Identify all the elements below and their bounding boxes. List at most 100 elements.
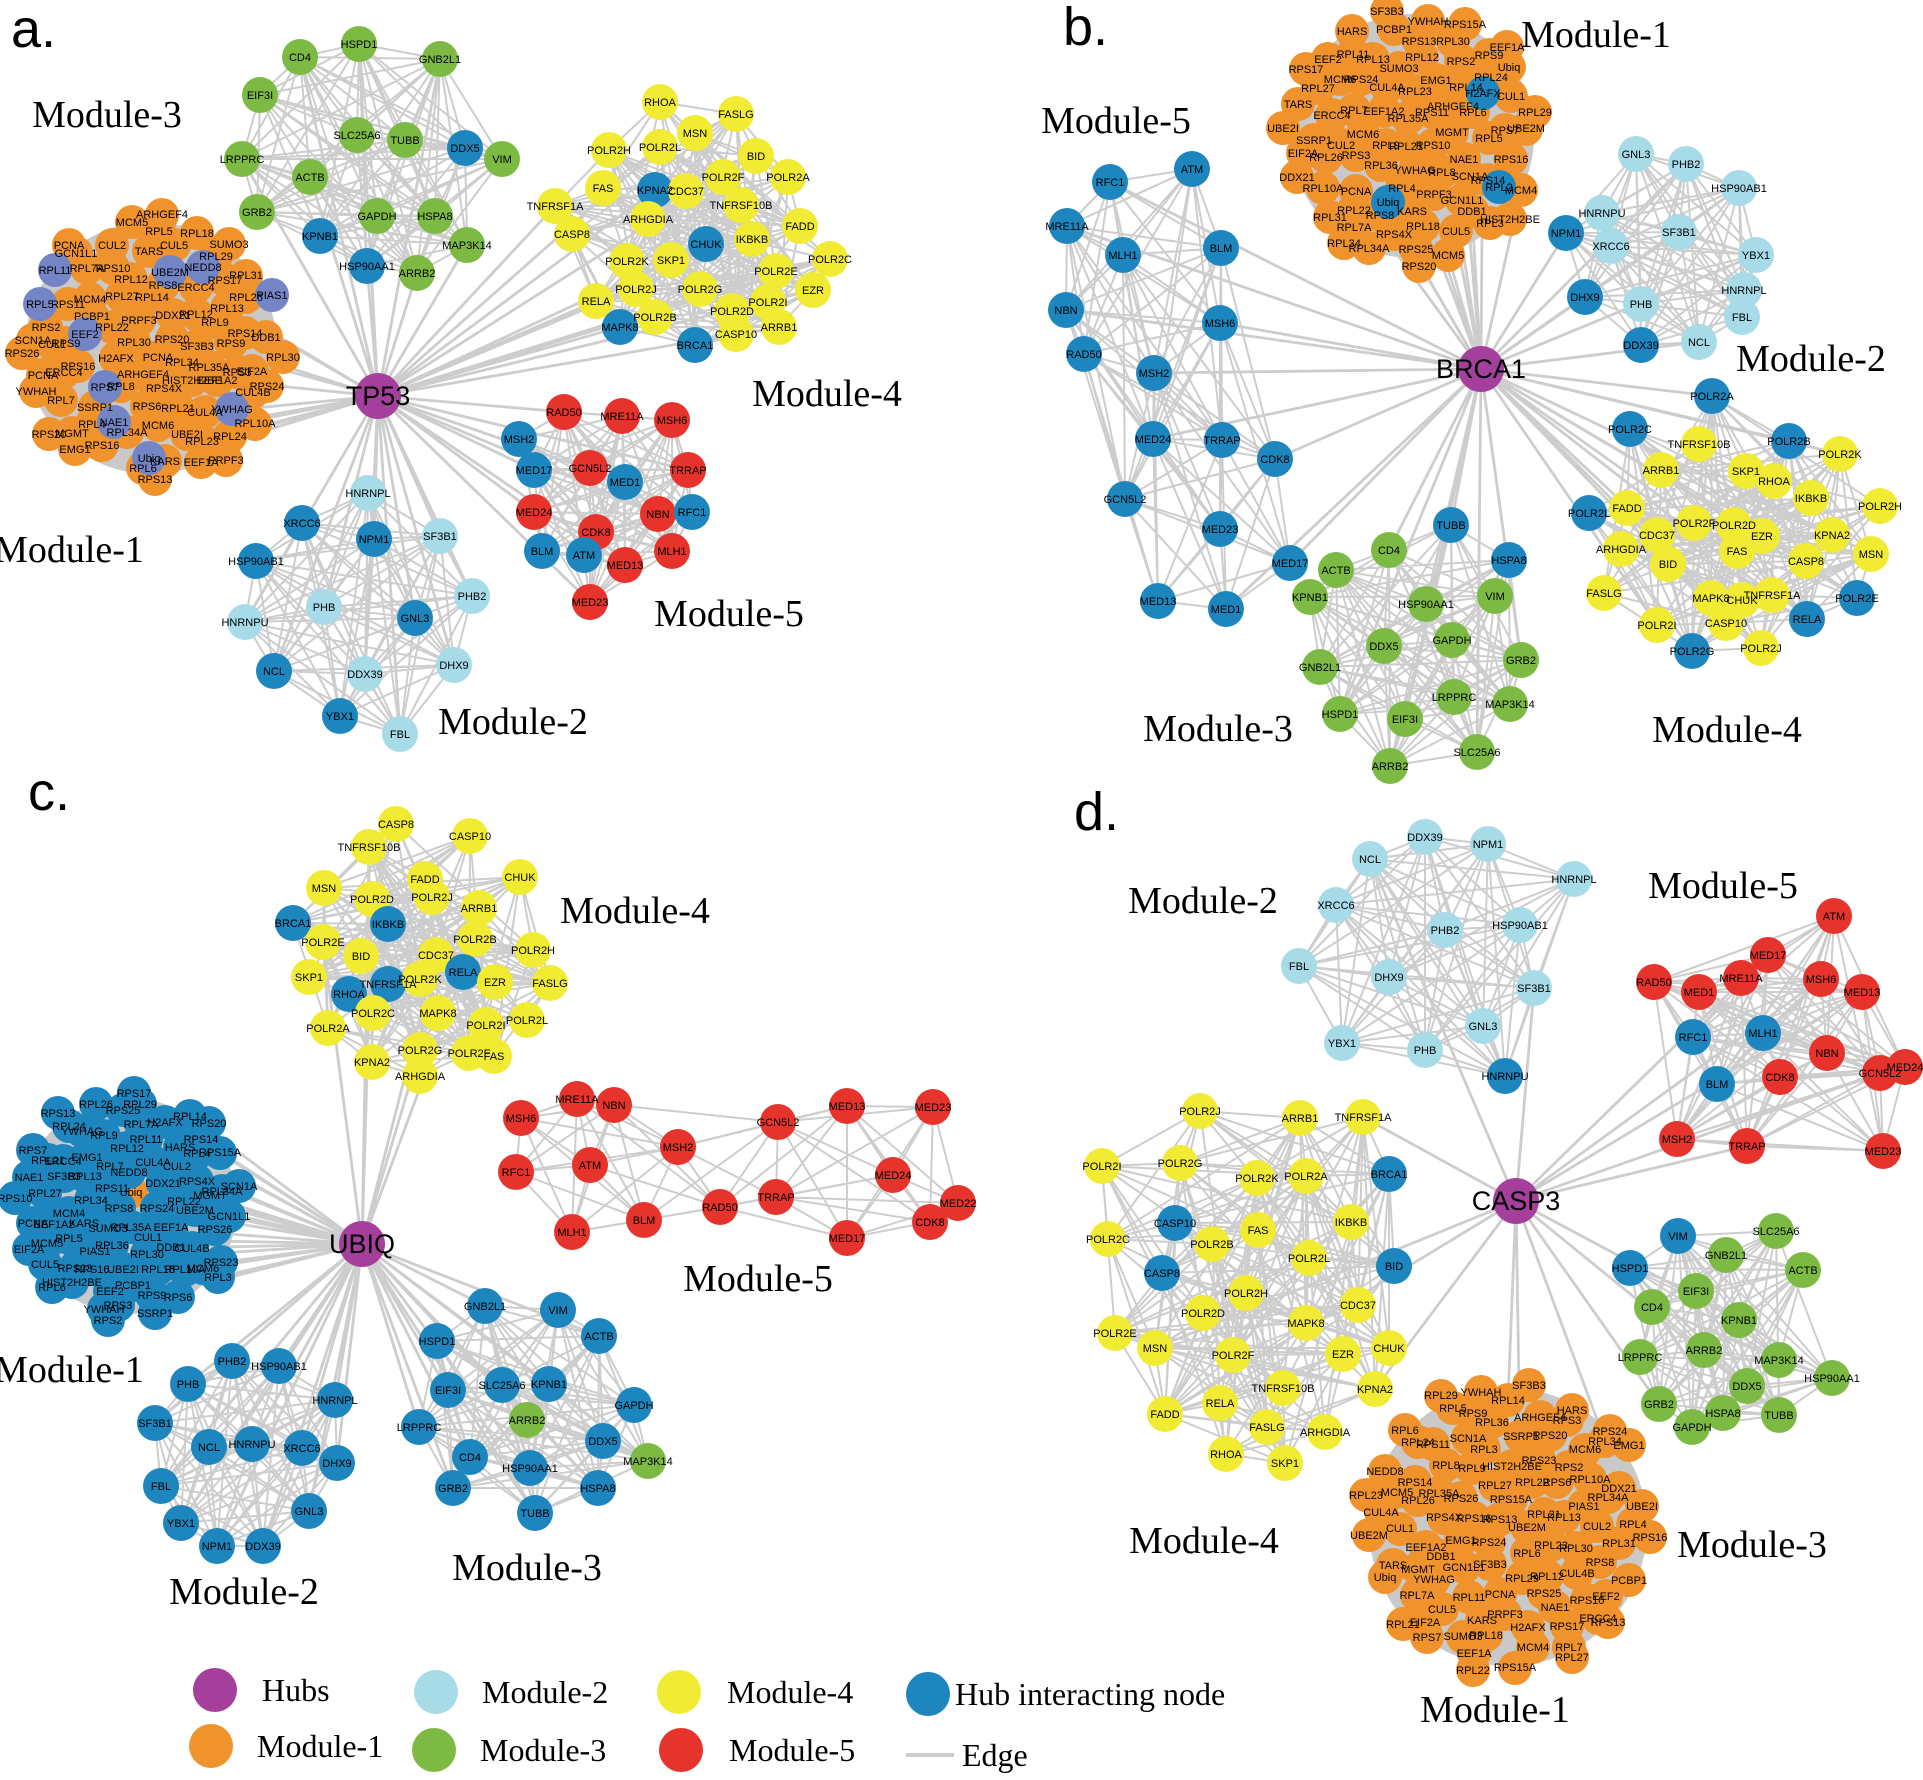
svg-text:RPS8: RPS8 <box>1366 210 1395 222</box>
svg-text:SUMO3: SUMO3 <box>1443 1631 1482 1643</box>
svg-text:MAPK8: MAPK8 <box>1692 593 1729 605</box>
svg-text:FBL: FBL <box>151 1481 171 1493</box>
svg-text:MSH6: MSH6 <box>1205 318 1236 330</box>
svg-text:POLR2B: POLR2B <box>1190 1239 1233 1251</box>
svg-text:MSN: MSN <box>1143 1343 1168 1355</box>
svg-text:NCL: NCL <box>1359 854 1381 866</box>
svg-text:GNB2L1: GNB2L1 <box>1705 1250 1747 1262</box>
svg-text:EZR: EZR <box>1751 531 1773 543</box>
svg-text:CUL4B: CUL4B <box>235 387 270 399</box>
svg-text:RPL26: RPL26 <box>1401 1495 1435 1507</box>
svg-text:RPS14: RPS14 <box>1471 175 1506 187</box>
svg-text:SCN1A: SCN1A <box>15 335 52 347</box>
svg-text:POLR2K: POLR2K <box>605 256 649 268</box>
svg-text:MAP3K14: MAP3K14 <box>1754 1355 1804 1367</box>
svg-text:RFC1: RFC1 <box>1096 177 1125 189</box>
svg-text:CUL1: CUL1 <box>1386 1523 1414 1535</box>
svg-text:RPS9: RPS9 <box>217 338 246 350</box>
svg-text:RPS8: RPS8 <box>149 280 178 292</box>
svg-text:HIST2H2BE: HIST2H2BE <box>162 375 222 387</box>
svg-text:Module-3: Module-3 <box>1677 1524 1827 1566</box>
svg-text:TNFRSF10B: TNFRSF10B <box>710 200 773 212</box>
svg-text:ARRB2: ARRB2 <box>509 1415 546 1427</box>
svg-text:GCN1L1: GCN1L1 <box>1443 1562 1486 1574</box>
svg-text:EMG1: EMG1 <box>1420 75 1451 87</box>
svg-text:RPL27: RPL27 <box>1478 1480 1512 1492</box>
svg-text:HNRNPU: HNRNPU <box>221 617 268 629</box>
svg-text:UBE2I: UBE2I <box>1626 1501 1658 1513</box>
svg-text:EIF3I: EIF3I <box>247 90 273 102</box>
svg-text:CUL4A: CUL4A <box>187 407 223 419</box>
svg-text:PCNA: PCNA <box>143 352 174 364</box>
svg-text:HNRNPU: HNRNPU <box>1578 208 1625 220</box>
svg-text:PIAS1: PIAS1 <box>1568 1501 1599 1513</box>
svg-text:CHUK: CHUK <box>690 239 722 251</box>
svg-text:PHB2: PHB2 <box>458 591 487 603</box>
svg-text:FADD: FADD <box>785 221 814 233</box>
svg-text:RPS20: RPS20 <box>32 429 67 441</box>
svg-text:POLR2K: POLR2K <box>1818 449 1862 461</box>
svg-text:HSP90AA1: HSP90AA1 <box>502 1463 558 1475</box>
svg-text:CUL5: CUL5 <box>31 1259 59 1271</box>
svg-text:Module-3: Module-3 <box>452 1547 602 1589</box>
svg-text:MGMT: MGMT <box>1401 1564 1435 1576</box>
svg-text:RPS16: RPS16 <box>61 361 96 373</box>
svg-text:RPS24: RPS24 <box>1593 1426 1628 1438</box>
svg-text:POLR2G: POLR2G <box>678 284 723 296</box>
svg-text:POLR2D: POLR2D <box>710 306 754 318</box>
svg-text:DDX5: DDX5 <box>588 1436 617 1448</box>
svg-text:MLH1: MLH1 <box>557 1227 586 1239</box>
svg-text:a.: a. <box>11 0 56 59</box>
svg-text:EIF3I: EIF3I <box>1392 714 1418 726</box>
svg-text:ARHGEF4: ARHGEF4 <box>1427 101 1479 113</box>
svg-text:PRPF3: PRPF3 <box>1487 1609 1522 1621</box>
svg-text:POLR2I: POLR2I <box>466 1020 505 1032</box>
svg-text:HARS: HARS <box>1557 1405 1588 1417</box>
svg-text:RPL31: RPL31 <box>1602 1538 1636 1550</box>
svg-text:Ubiq: Ubiq <box>1377 197 1400 209</box>
svg-text:HSPA8: HSPA8 <box>1491 555 1526 567</box>
svg-text:RPS15A: RPS15A <box>1494 1662 1537 1674</box>
svg-text:ACTB: ACTB <box>295 172 324 184</box>
svg-text:POLR2J: POLR2J <box>1179 1106 1221 1118</box>
svg-text:BRCA1: BRCA1 <box>1371 1169 1408 1181</box>
svg-text:Module-2: Module-2 <box>169 1571 319 1613</box>
svg-text:RPS11: RPS11 <box>1415 107 1449 119</box>
svg-text:POLR2B: POLR2B <box>1767 436 1810 448</box>
svg-text:RPL7A: RPL7A <box>1337 222 1373 234</box>
svg-text:Module-4: Module-4 <box>1652 709 1802 751</box>
svg-text:RPS4X: RPS4X <box>1426 1512 1463 1524</box>
svg-text:H2AFX: H2AFX <box>1465 88 1501 100</box>
svg-text:POLR2L: POLR2L <box>1288 1253 1330 1265</box>
svg-text:POLR2E: POLR2E <box>1093 1328 1136 1340</box>
svg-text:GRB2: GRB2 <box>1506 655 1536 667</box>
svg-text:POLR2G: POLR2G <box>1158 1158 1203 1170</box>
svg-text:CASP8: CASP8 <box>554 229 590 241</box>
svg-text:POLR2D: POLR2D <box>1712 520 1756 532</box>
svg-text:RPS3: RPS3 <box>104 1300 133 1312</box>
svg-text:KPNA2: KPNA2 <box>1814 530 1850 542</box>
svg-text:YBX1: YBX1 <box>1742 250 1770 262</box>
svg-text:ARRB2: ARRB2 <box>399 268 436 280</box>
svg-text:DDX21: DDX21 <box>1279 172 1314 184</box>
svg-text:RPL23: RPL23 <box>185 436 219 448</box>
svg-text:RELA: RELA <box>1206 1398 1235 1410</box>
svg-text:YWHAG: YWHAG <box>211 404 253 416</box>
svg-text:RPL2: RPL2 <box>1485 182 1513 194</box>
svg-text:UBE2I: UBE2I <box>171 429 203 441</box>
svg-text:RPS9: RPS9 <box>1475 50 1504 62</box>
svg-text:RPS6: RPS6 <box>164 1292 193 1304</box>
svg-text:RPS20: RPS20 <box>1533 1430 1568 1442</box>
svg-text:BRCA1: BRCA1 <box>275 918 312 930</box>
svg-text:POLR2A: POLR2A <box>1690 391 1734 403</box>
svg-text:CUL1: CUL1 <box>1497 91 1525 103</box>
svg-text:RPL27: RPL27 <box>1301 83 1335 95</box>
svg-text:EIF3I: EIF3I <box>1683 1286 1709 1298</box>
svg-text:MSH6: MSH6 <box>506 1113 537 1125</box>
svg-text:MGMT: MGMT <box>55 428 89 440</box>
svg-text:CHUK: CHUK <box>1726 595 1758 607</box>
svg-text:Edge: Edge <box>962 1737 1028 1773</box>
svg-text:PHB2: PHB2 <box>218 1356 247 1368</box>
svg-text:RPS14: RPS14 <box>184 1134 219 1146</box>
svg-text:RPS24: RPS24 <box>140 1203 175 1215</box>
